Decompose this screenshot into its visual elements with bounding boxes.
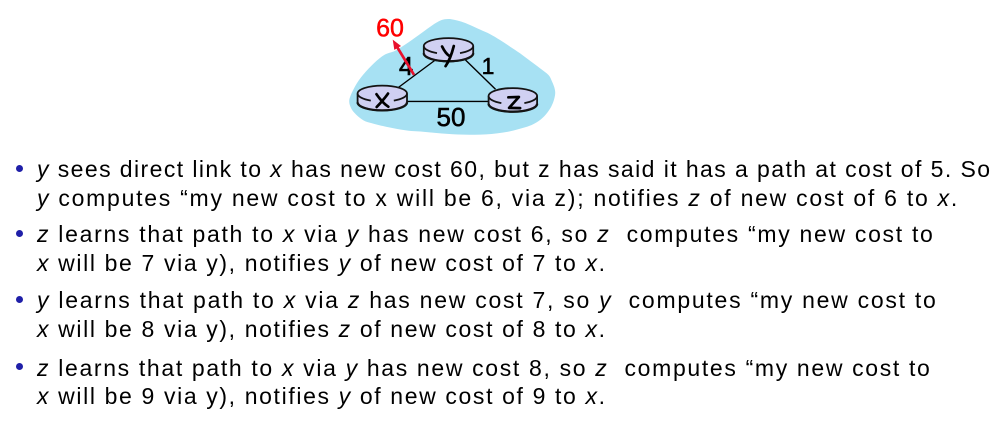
- svg-text:50: 50: [437, 102, 466, 132]
- svg-text:60: 60: [376, 15, 404, 43]
- svg-text:1: 1: [482, 53, 495, 79]
